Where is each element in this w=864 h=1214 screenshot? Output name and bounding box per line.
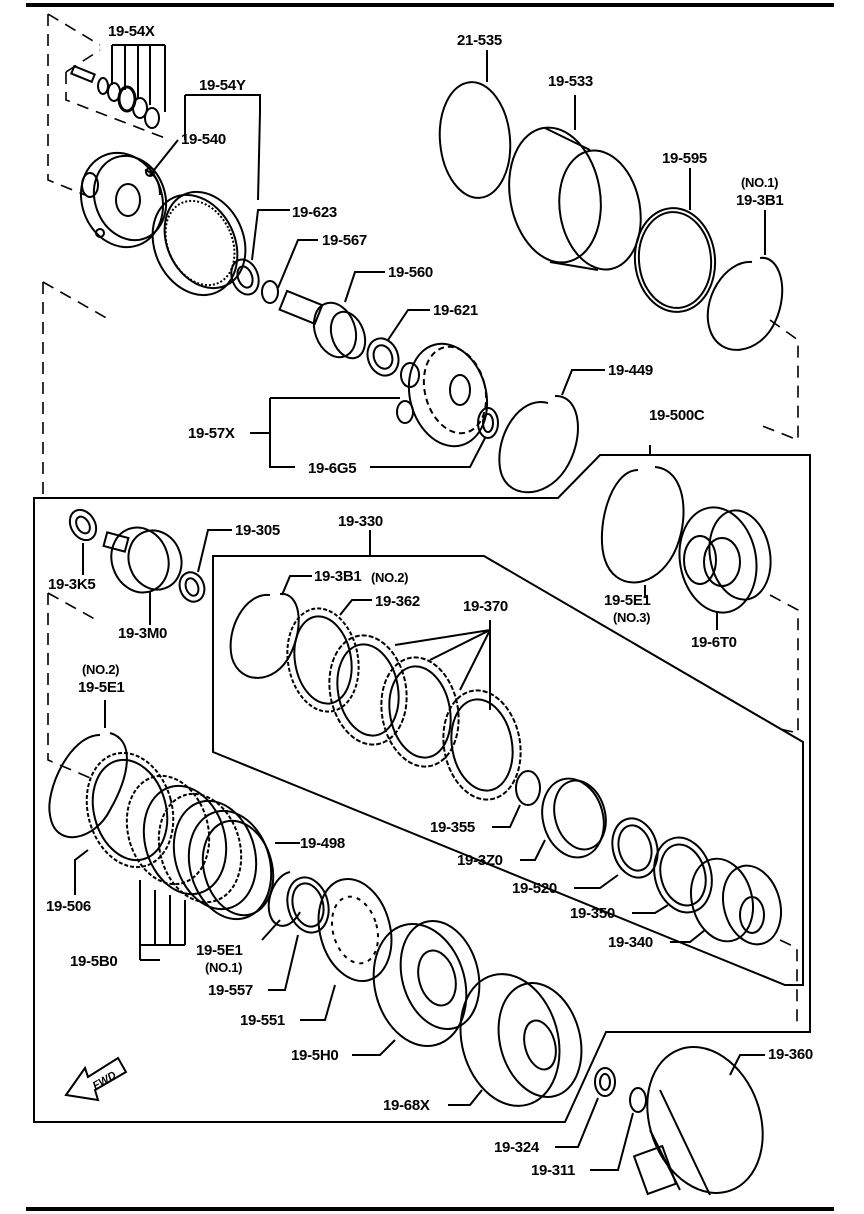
part-19-533-drum [508,126,642,271]
part-19-3K5-washer [68,508,98,542]
part-19-540-carrier [79,151,168,249]
part-19-506-plate [85,751,175,869]
part-19-5H0-piston [372,919,481,1048]
label-19-350: 19-350 [570,905,615,922]
part-19-3B1-no2-snap-ring [229,592,300,679]
label-19-360: 19-360 [768,1046,813,1063]
part-19-370-clutch-plates [328,634,522,801]
label-19-3M0: 19-3M0 [118,625,168,642]
label-19-5E1-no3: 19-5E1 [604,592,651,609]
part-19-3M0-gear-drum [102,526,183,594]
part-19-362-retaining-plate [286,607,360,713]
part-19-6T0-piston [678,506,772,614]
label-19-330: 19-330 [338,513,383,530]
label-19-5E1-no2-qualifier: (NO.2) [82,662,120,677]
label-19-5E1-no2: 19-5E1 [78,679,125,696]
label-19-506: 19-506 [46,898,91,915]
label-19-560: 19-560 [388,264,433,281]
part-19-350-seal [653,836,713,914]
label-19-3B1-no2-qualifier: (NO.2) [371,570,409,585]
label-19-449: 19-449 [608,362,653,379]
label-19-3B1-no1: 19-3B1 [736,192,784,209]
part-19-623-washer [230,258,260,296]
label-19-3K5: 19-3K5 [48,576,96,593]
label-19-340: 19-340 [608,934,653,951]
part-19-520-seal [611,817,659,879]
label-19-5B0: 19-5B0 [70,953,118,970]
label-19-3B1-no2: 19-3B1 [314,568,362,585]
part-21-535-plate [438,81,512,199]
label-19-305: 19-305 [235,522,280,539]
part-19-551-spring-retainer [317,877,393,983]
guide-lines [42,13,799,1028]
label-19-533: 19-533 [548,73,593,90]
label-19-370: 19-370 [463,598,508,615]
label-19-621: 19-621 [433,302,478,319]
label-19-595: 19-595 [662,150,707,167]
label-19-6T0: 19-6T0 [691,634,737,651]
label-19-520: 19-520 [512,880,557,897]
part-19-3Z0-piston [541,777,605,859]
part-19-567-ring [261,280,279,304]
label-19-5E1-no1-qualifier: (NO.1) [205,960,243,975]
label-19-551: 19-551 [240,1012,285,1029]
part-19-449-snap-ring [498,394,579,494]
part-19-360-brake-band [632,1046,764,1196]
part-19-54X-pins [70,64,160,129]
part-19-324-washer [594,1067,616,1097]
part-19-311-snap-ring [629,1087,647,1113]
part-19-5E1-no3-snap-ring [601,466,685,584]
label-19-5H0: 19-5H0 [291,1047,339,1064]
part-19-3B1-no1-snap-ring [706,256,784,351]
part-19-5B0-brake-plates [125,774,275,921]
label-19-498: 19-498 [300,835,345,852]
label-19-54X: 19-54X [108,23,155,40]
fwd-arrow-icon [64,1056,128,1102]
label-19-355: 19-355 [430,819,475,836]
part-19-5E1-no2-snap-ring [48,732,128,839]
label-19-500C: 19-500C [649,407,705,424]
part-19-557-seal [286,876,330,934]
sub-assembly-outline-19-500C [33,454,811,1123]
part-19-6G5-washer [477,407,499,439]
part-19-5E1-no1-snap-ring [267,871,301,927]
label-19-68X: 19-68X [383,1097,430,1114]
part-19-621-bearing [366,337,400,377]
label-19-5E1-no3-qualifier: (NO.3) [613,610,651,625]
label-19-54Y: 19-54Y [199,77,246,94]
label-19-311: 19-311 [531,1162,576,1179]
part-19-560-shaft-gear [278,289,367,360]
label-19-3B1-no1-qualifier: (NO.1) [741,175,779,190]
label-19-3Z0: 19-3Z0 [457,852,503,869]
label-19-540: 19-540 [181,131,226,148]
label-21-535: 21-535 [457,32,502,49]
part-19-57X-carrier [396,342,489,448]
part-19-355-ring [515,770,541,806]
part-19-305-bearing [178,571,206,603]
part-19-54Y-ring-gear [151,190,247,297]
label-19-557: 19-557 [208,982,253,999]
sub-assembly-outline-19-330 [212,555,804,986]
label-19-362: 19-362 [375,593,420,610]
label-19-57X: 19-57X [188,425,235,442]
label-19-567: 19-567 [322,232,367,249]
label-19-5E1-no1: 19-5E1 [196,942,243,959]
part-19-595-seal [633,207,717,313]
label-19-623: 19-623 [292,204,337,221]
label-19-6G5: 19-6G5 [308,460,357,477]
part-19-340-clutch-drum [690,857,782,946]
label-19-324: 19-324 [494,1139,539,1156]
part-19-68X-housing [459,973,583,1107]
